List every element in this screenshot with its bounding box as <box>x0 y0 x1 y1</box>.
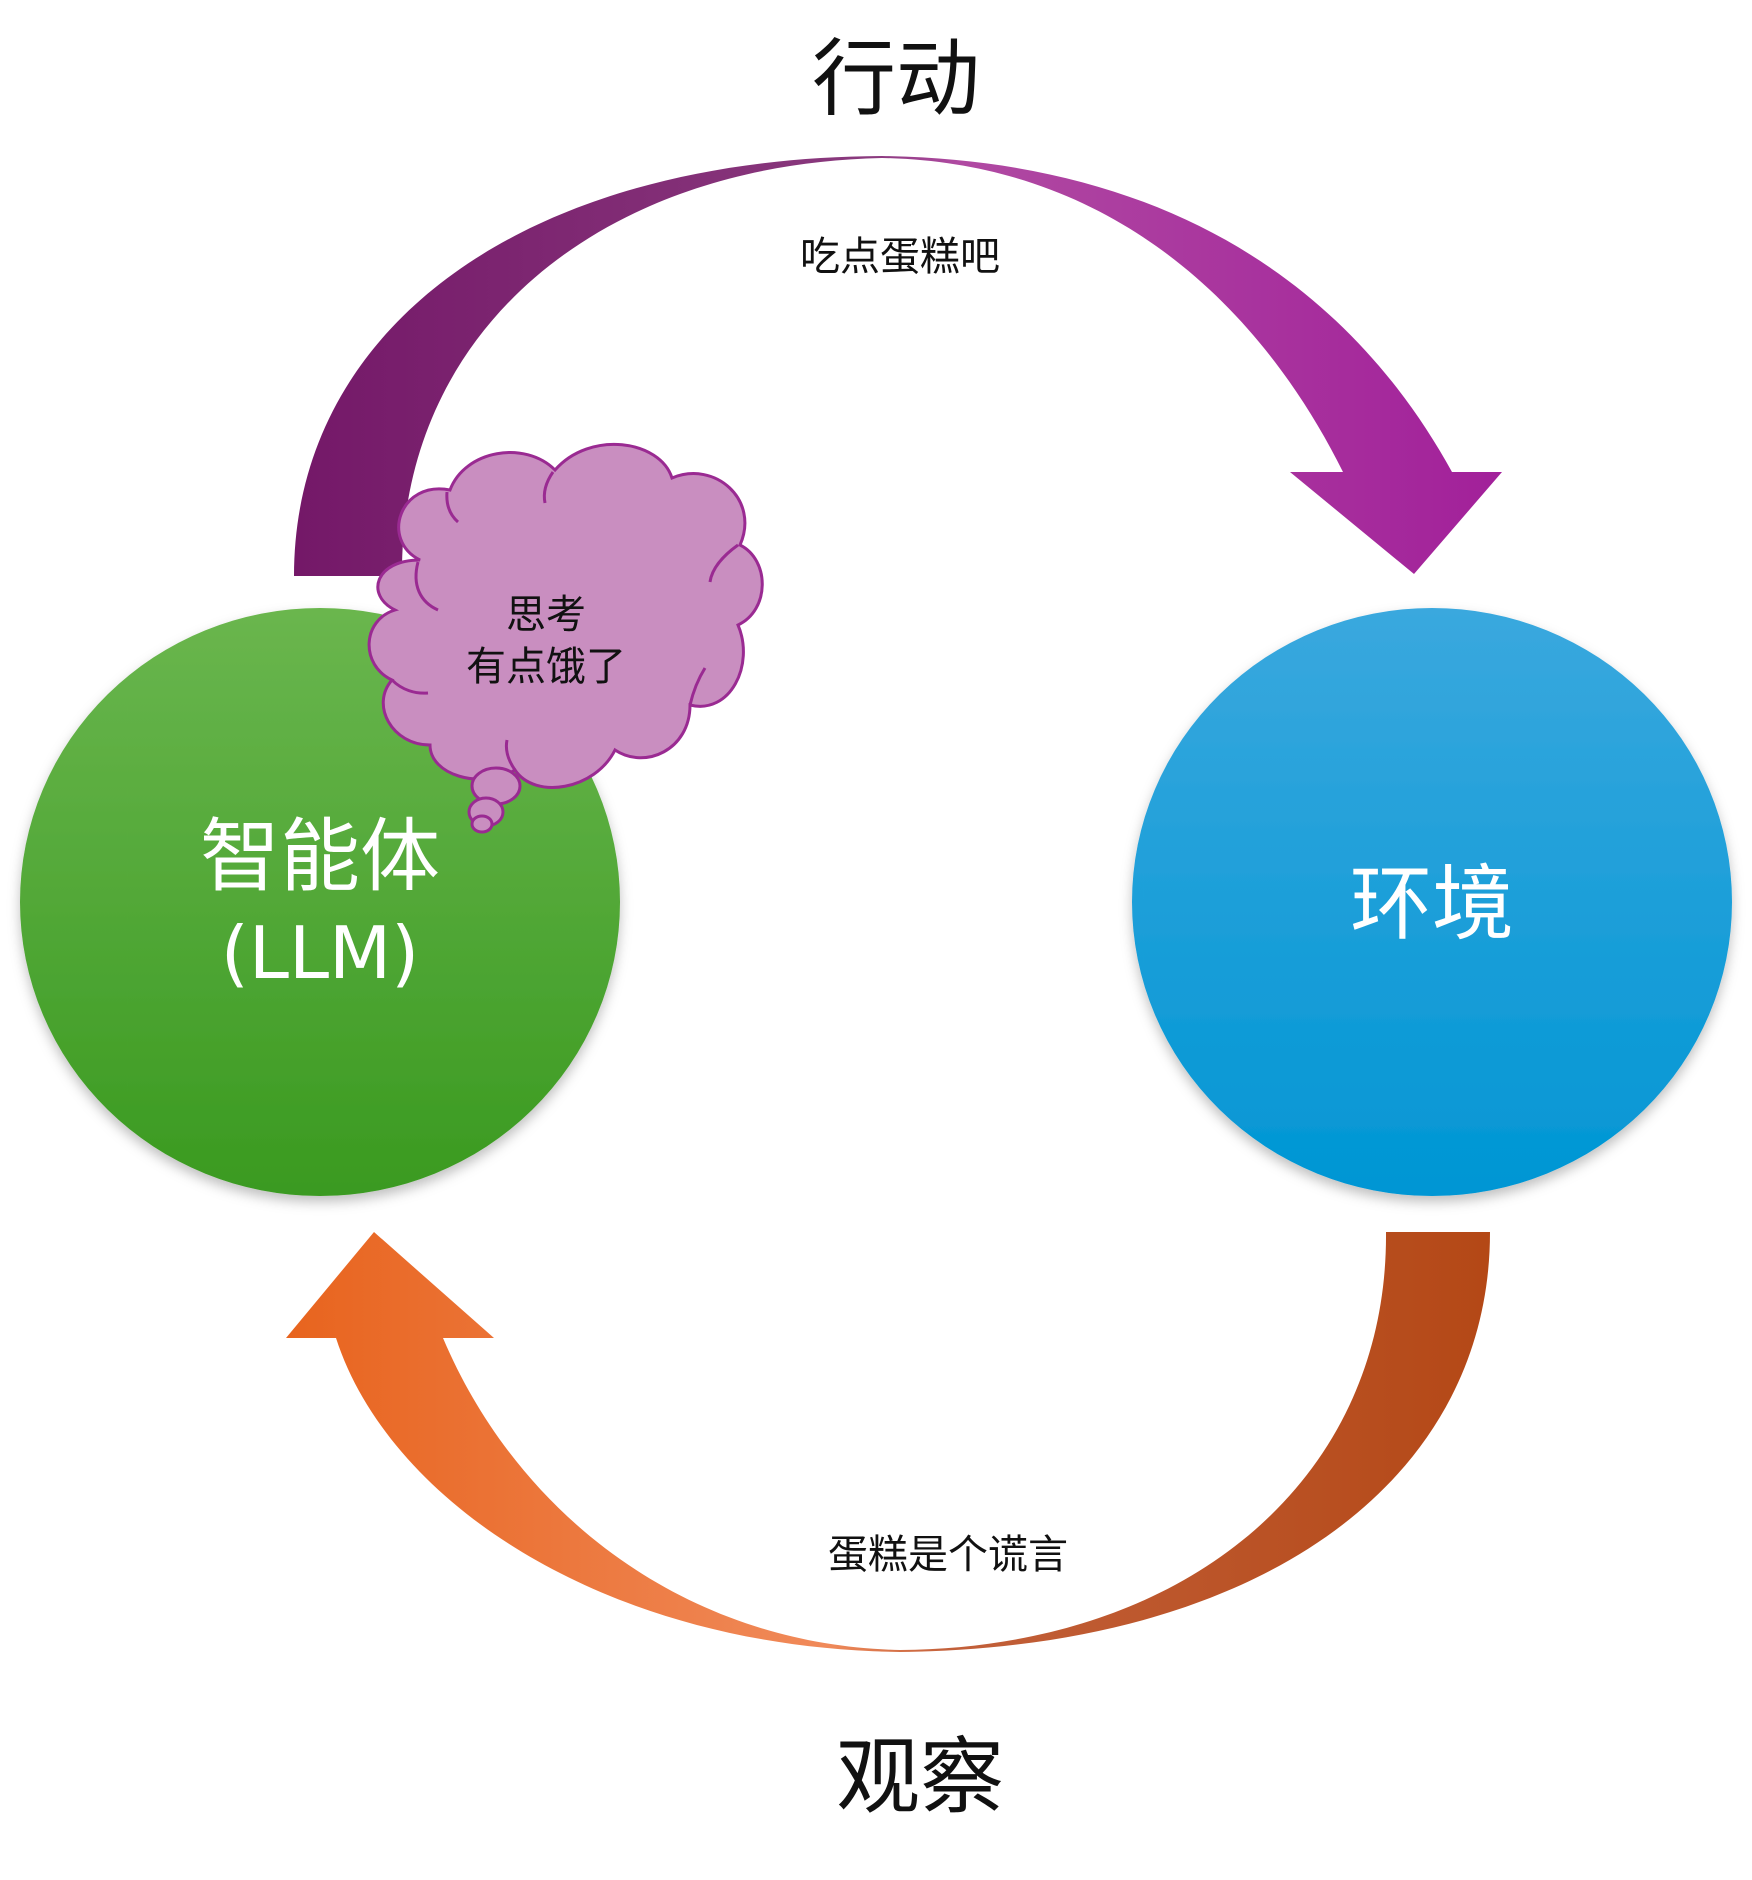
action-arrow <box>294 156 1502 576</box>
action-label: 行动 <box>812 30 980 128</box>
observation-content-label: 蛋糕是个谎言 <box>828 1532 1068 1578</box>
environment-label: 环境 <box>1350 857 1514 952</box>
observation-label: 观察 <box>836 1728 1004 1826</box>
action-content-label: 吃点蛋糕吧 <box>800 234 1000 280</box>
observation-arrow <box>286 1232 1490 1652</box>
thought-content-label: 有点饿了 <box>466 644 626 690</box>
thought-label: 思考 <box>506 592 586 638</box>
agent-model-label: (LLM) <box>221 911 420 995</box>
agent-label: 智能体 <box>200 810 440 903</box>
environment-circle <box>1132 608 1732 1196</box>
thought-cloud <box>367 442 764 834</box>
